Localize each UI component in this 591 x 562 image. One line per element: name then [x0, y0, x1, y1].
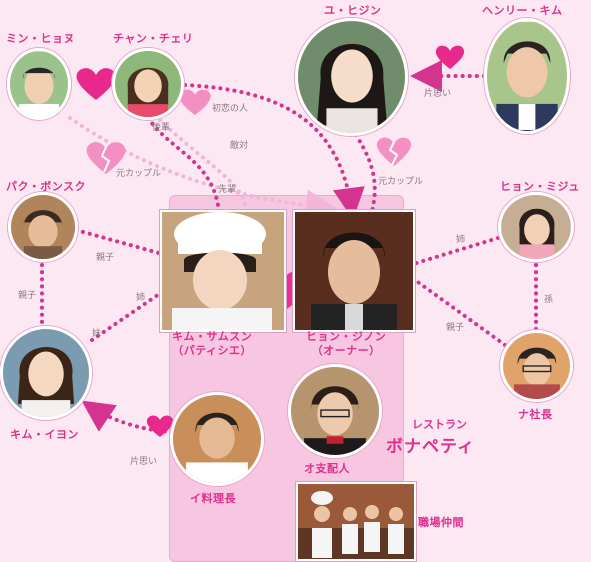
photo-kim-samsun: [160, 210, 286, 332]
rel-mago: 孫: [544, 295, 554, 305]
line-cheri-to-samsun-rival: [153, 113, 247, 207]
photo-min-hyonu: [7, 48, 71, 120]
broken-heart-icon: [86, 142, 126, 174]
name-o-shihainin: オ支配人: [304, 462, 350, 475]
rel-moto-couple-right: 元カップル: [378, 177, 424, 187]
photo-kim-iyon: [0, 326, 92, 420]
rel-oyako-top: 親子: [96, 253, 115, 263]
rel-kataomoi-top: 片思い: [424, 89, 452, 99]
photo-i-ryoricho: [170, 392, 264, 486]
name-hyon-jinon: ヒョン・ジノン （オーナー）: [306, 330, 387, 357]
restaurant-name: ボナペティ: [386, 437, 475, 457]
rel-senpai: 先輩: [218, 185, 237, 195]
name-kim-samsun: キム・サムスン （パティシエ）: [172, 330, 253, 357]
name-kim-iyon: キム・イヨン: [10, 428, 79, 441]
line-na-to-jinon: [413, 278, 507, 347]
line-cheri-to-jinon: [183, 83, 365, 220]
line-iyon-to-samsun: [90, 288, 167, 342]
heart-icon: [179, 89, 211, 115]
rel-oyako-left: 親子: [18, 291, 37, 301]
name-shokuba-nakama: 職場仲間: [418, 516, 464, 529]
rel-moto-couple-left: 元カップル: [116, 169, 162, 179]
photo-o-shihainin: [288, 364, 382, 458]
name-min-hyonu: ミン・ヒョヌ: [6, 32, 75, 45]
line-cheri-to-samsun-senior: [146, 116, 220, 207]
heart-icon: [76, 68, 116, 100]
name-yu-hijin: ユ・ヒジン: [324, 4, 382, 17]
photo-henry-kim: [484, 18, 570, 134]
heart-icon: [435, 45, 465, 69]
photo-paku-bonsuku: [8, 192, 78, 262]
rel-kataomoi-bottom: 片思い: [130, 457, 158, 467]
photo-chan-cheri: [112, 48, 184, 120]
restaurant-label: レストラン: [412, 418, 467, 431]
rel-kohai: 後輩: [152, 123, 171, 133]
line-bonsuku-to-samsun: [74, 228, 168, 257]
name-chan-cheri: チャン・チェリ: [113, 32, 194, 45]
rel-ane-left: 姉: [136, 293, 146, 303]
rel-imouto: 妹: [92, 329, 102, 339]
line-min-to-jinon: [68, 116, 338, 222]
name-paku-bonsuku: パク・ボンスク: [6, 180, 87, 193]
photo-shokuba-nakama: [296, 482, 416, 561]
line-yu-to-jinon: [354, 133, 377, 214]
photo-yu-hijin: [295, 18, 408, 136]
name-henry-kim: ヘンリー・キム: [482, 4, 563, 17]
rel-tekitai: 敵対: [230, 141, 249, 151]
line-miju-to-jinon: [408, 236, 500, 267]
broken-heart-icon: [376, 137, 412, 166]
name-hyon-miju: ヒョン・ミジュ: [500, 180, 580, 193]
rel-oyako-right: 親子: [446, 323, 465, 333]
heart-icon: [146, 415, 174, 437]
name-na-shacho: ナ社長: [518, 408, 553, 421]
photo-hyon-miju: [498, 192, 574, 262]
rel-ane-right: 姉: [456, 235, 466, 245]
photo-hyon-jinon: [293, 210, 415, 332]
rel-hatsukoi: 初恋の人: [212, 104, 249, 114]
photo-na-shacho: [500, 330, 573, 402]
name-i-ryoricho: イ料理長: [190, 492, 236, 505]
